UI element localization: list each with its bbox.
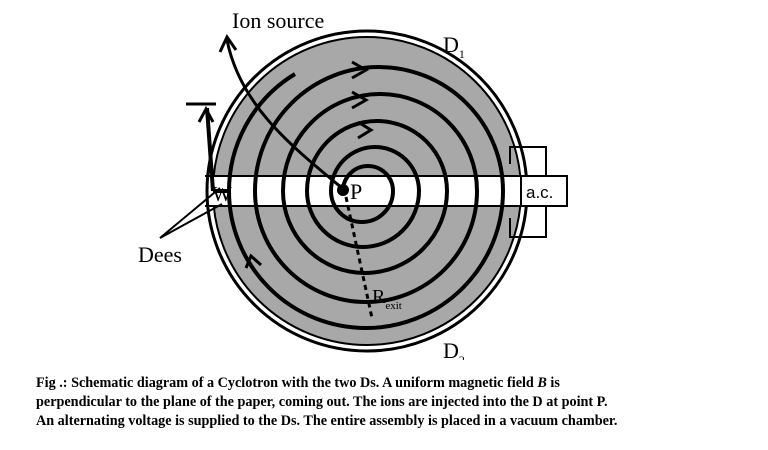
caption-line-2: perpendicular to the plane of the paper,… bbox=[36, 394, 608, 410]
ion-source-label: Ion source bbox=[232, 8, 324, 33]
r-exit-label: Rexit bbox=[372, 286, 402, 312]
r-exit-radius bbox=[344, 196, 374, 319]
dees-label: Dees bbox=[138, 242, 182, 267]
cyclotron-diagram: Ion source D1 D2 W P Dees a.c. Rexit bbox=[138, 8, 568, 360]
caption-line-1: Fig .: Schematic diagram of a Cyclotron … bbox=[36, 374, 756, 393]
caption-text: is bbox=[546, 375, 560, 391]
p-label: P bbox=[350, 179, 362, 204]
exit-arrow bbox=[186, 102, 216, 123]
caption-text: Fig .: Schematic diagram of a Cyclotron … bbox=[36, 375, 538, 391]
field-symbol: B bbox=[537, 375, 547, 391]
dee-d1 bbox=[212, 36, 522, 176]
ac-label: a.c. bbox=[526, 183, 553, 202]
ion-source-pointer bbox=[225, 39, 343, 190]
caption-line-3: An alternating voltage is supplied to th… bbox=[36, 413, 618, 429]
figure-caption: Fig .: Schematic diagram of a Cyclotron … bbox=[36, 374, 756, 431]
dees-pointers bbox=[159, 187, 223, 239]
d2-label: D2 bbox=[443, 338, 465, 360]
ac-source-box bbox=[520, 175, 568, 207]
ac-circuit bbox=[509, 146, 547, 238]
orbit-arrows bbox=[244, 60, 374, 269]
d1-label: D1 bbox=[443, 32, 465, 61]
injection-point-p bbox=[337, 184, 349, 196]
w-label: W bbox=[212, 182, 232, 206]
ion-source-arrowhead bbox=[218, 33, 238, 53]
dee-d2 bbox=[212, 206, 522, 346]
ion-spiral-path bbox=[205, 65, 505, 330]
